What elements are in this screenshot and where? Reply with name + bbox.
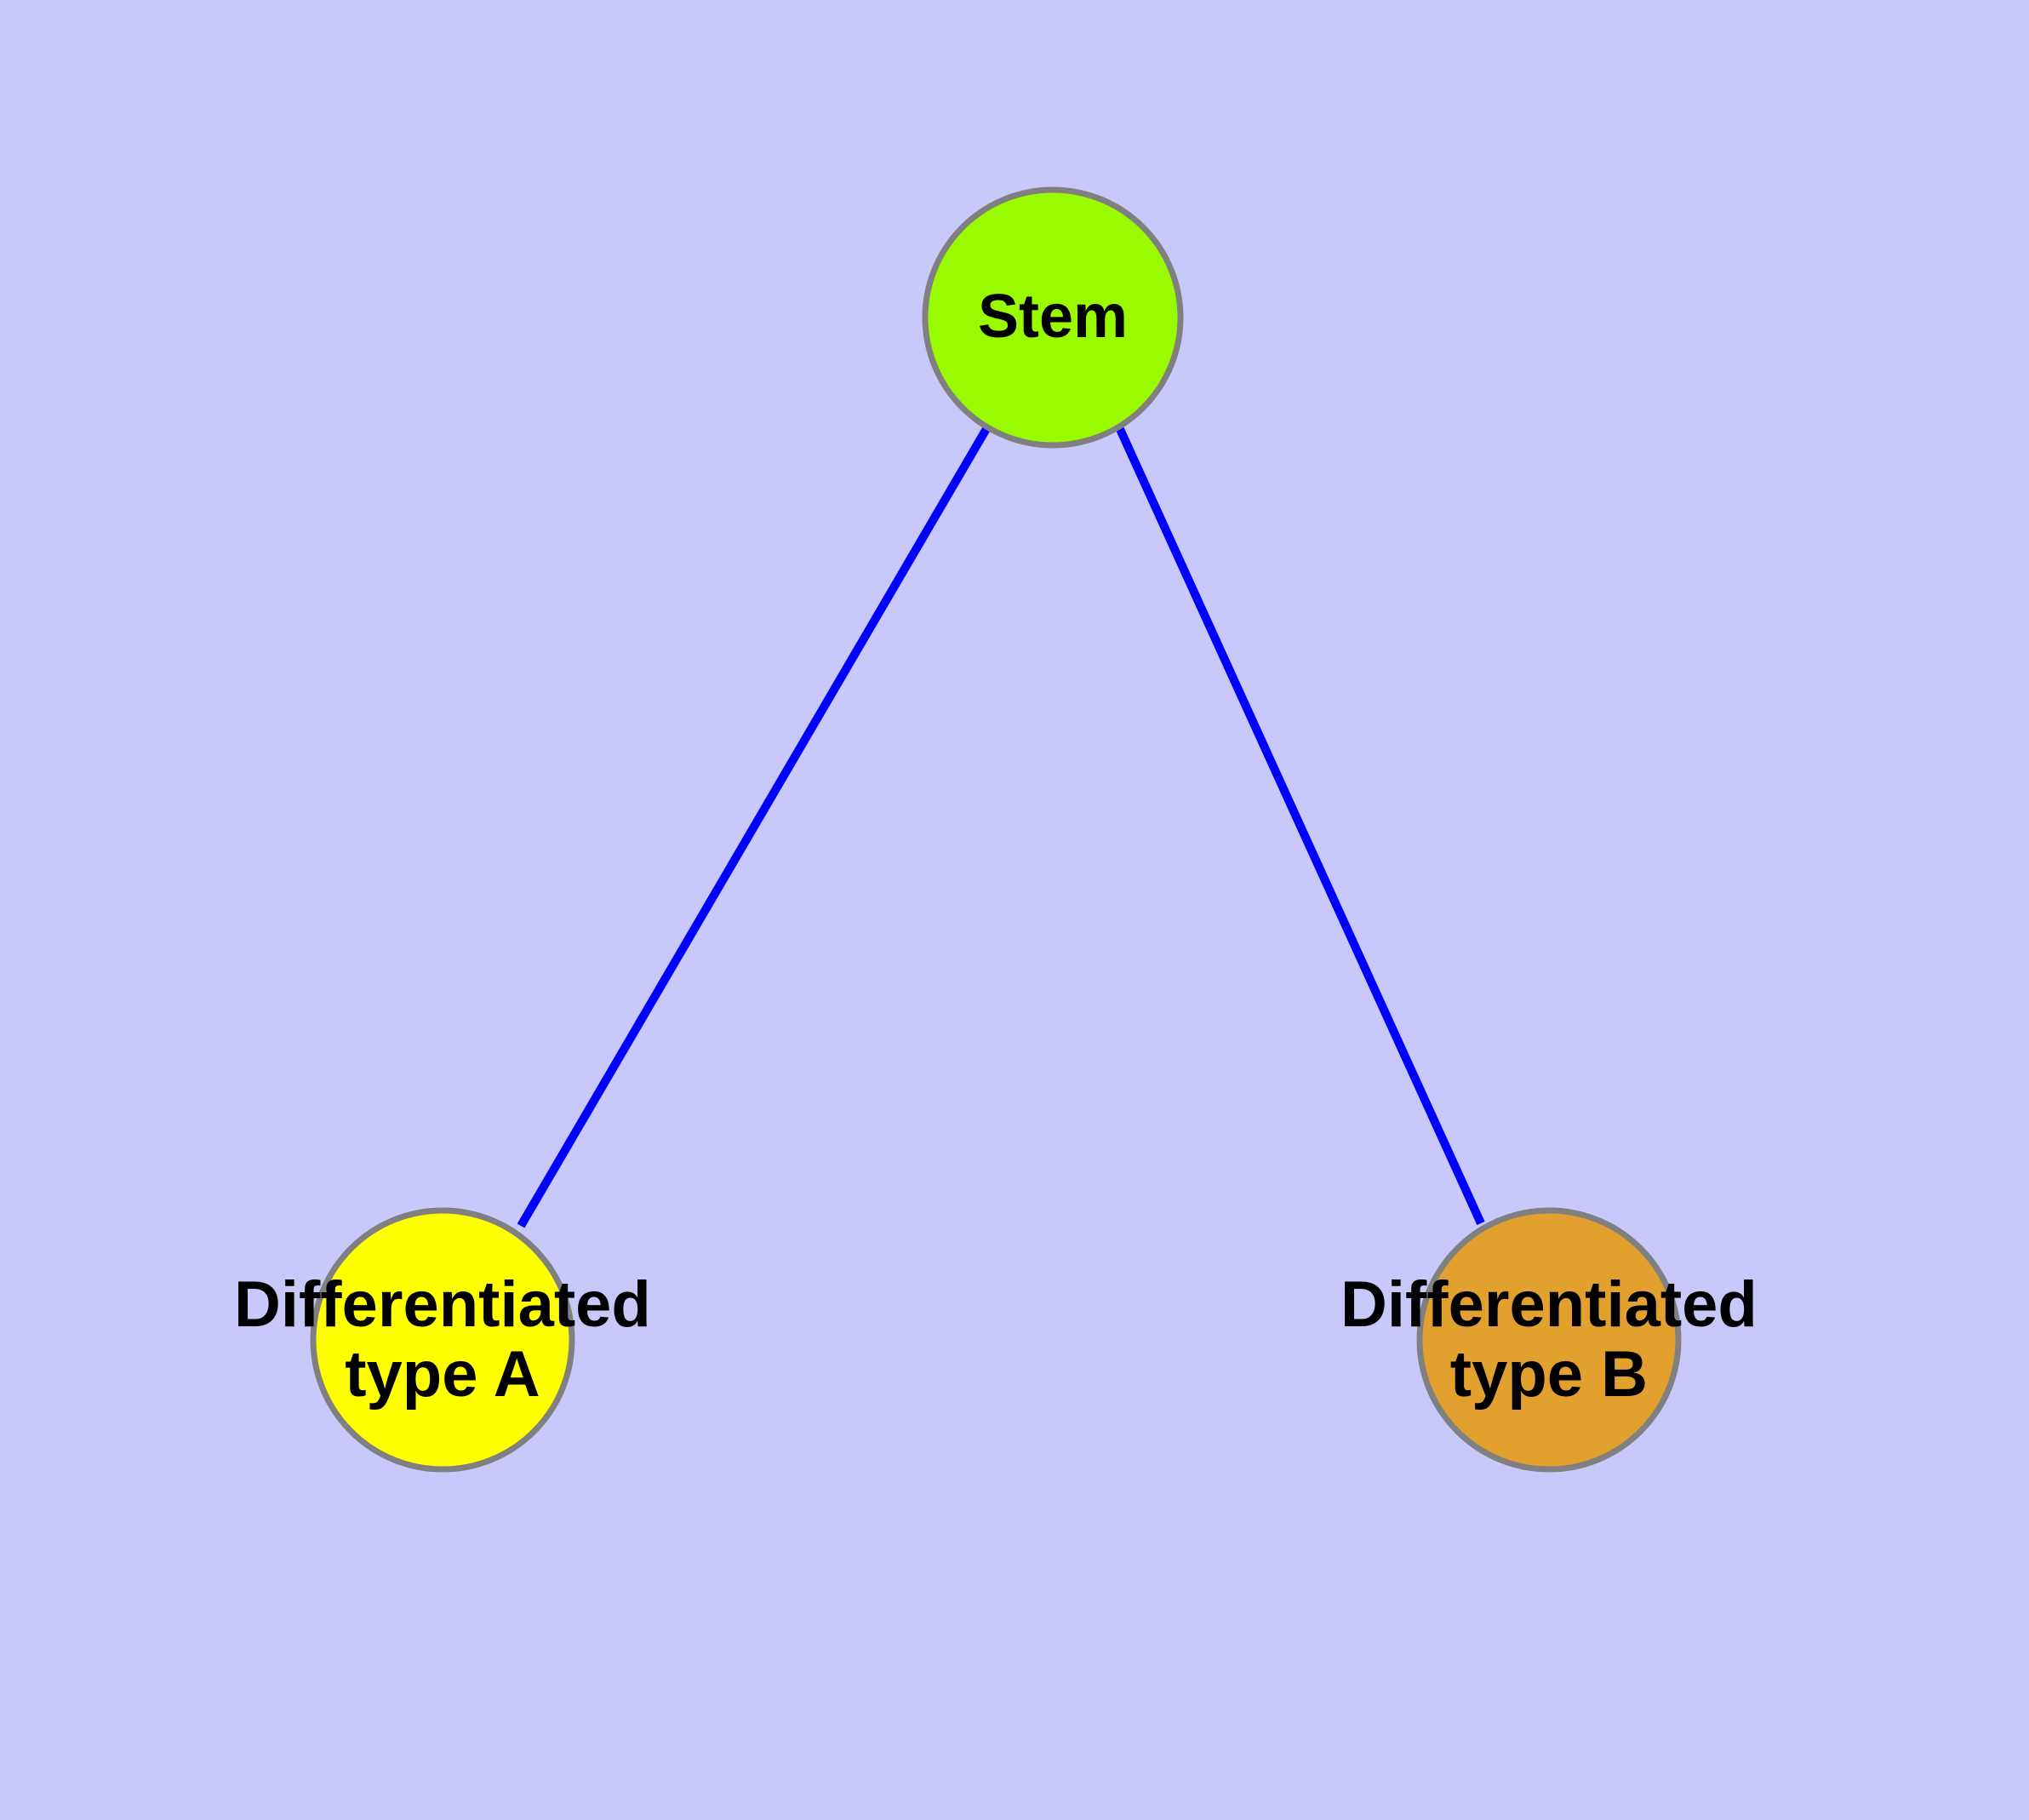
graph-node-diff-b[interactable] (1416, 1207, 1682, 1473)
nodes-layer (310, 186, 1682, 1473)
graph-node-stem[interactable] (922, 186, 1184, 449)
graph-edge-stem-to-diff-b (1115, 425, 1485, 1226)
edges-layer (517, 425, 1485, 1228)
graph-node-diff-a[interactable] (310, 1207, 575, 1473)
graph-edge-stem-to-diff-a (517, 425, 992, 1228)
